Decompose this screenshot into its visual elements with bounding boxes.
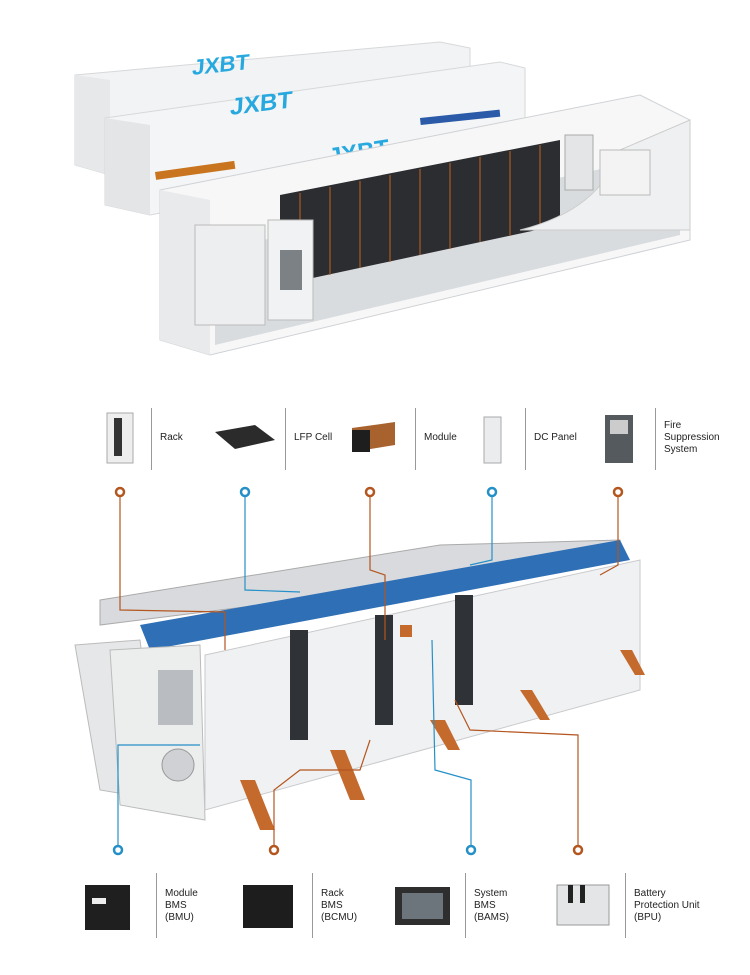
divider: [465, 873, 466, 938]
fire-suppression-icon: [605, 415, 633, 463]
label-fire-suppression: Fire Suppression System: [664, 420, 720, 456]
marker-bmu: [112, 844, 124, 856]
divider: [625, 873, 626, 938]
label-line: (BPU): [634, 912, 662, 923]
dc-panel-icon: [483, 416, 502, 464]
divider: [285, 408, 286, 470]
marker-bpu: [572, 844, 584, 856]
label-bams: System BMS (BAMS): [474, 888, 509, 924]
label-line: Module: [165, 888, 198, 899]
label-line: System: [474, 888, 508, 899]
marker-bams: [465, 844, 477, 856]
label-line: Protection Unit: [634, 900, 700, 911]
divider: [415, 408, 416, 470]
marker-fire-suppression: [612, 486, 624, 498]
marker-module: [364, 486, 376, 498]
label-line: System: [664, 444, 698, 455]
divider: [156, 873, 157, 938]
label-line: Rack: [321, 888, 344, 899]
label-rack: Rack: [160, 432, 183, 443]
divider: [151, 408, 152, 470]
label-line: (BMU): [165, 912, 194, 923]
bams-icon: [395, 887, 450, 925]
marker-bcmu: [268, 844, 280, 856]
label-line: BMS: [474, 900, 496, 911]
label-line: Battery: [634, 888, 666, 899]
divider: [655, 408, 656, 470]
marker-lfp-cell: [239, 486, 251, 498]
bmu-icon: [85, 885, 130, 930]
module-icon: [352, 422, 395, 452]
bcmu-icon: [243, 885, 293, 928]
label-bmu: Module BMS (BMU): [165, 888, 198, 924]
label-line: BMS: [321, 900, 343, 911]
divider: [525, 408, 526, 470]
label-line: (BAMS): [474, 912, 509, 923]
bpu-icon: [556, 884, 610, 926]
label-line: Suppression: [664, 432, 720, 443]
marker-rack: [114, 486, 126, 498]
marker-dc-panel: [486, 486, 498, 498]
divider: [312, 873, 313, 938]
label-dc-panel: DC Panel: [534, 432, 577, 443]
container-illustration: JXBT JXBT JXBT: [74, 41, 691, 356]
label-line: (BCMU): [321, 912, 358, 923]
label-line: Fire: [664, 420, 682, 431]
label-bpu: Battery Protection Unit (BPU): [634, 888, 700, 924]
label-lfp-cell: LFP Cell: [294, 432, 333, 443]
lfp-cell-icon: [215, 425, 275, 449]
label-line: BMS: [165, 900, 187, 911]
label-bcmu: Rack BMS (BCMU): [321, 888, 357, 924]
label-module: Module: [424, 432, 457, 443]
svg-text:JXBT: JXBT: [191, 49, 250, 80]
rack-icon: [106, 412, 134, 464]
